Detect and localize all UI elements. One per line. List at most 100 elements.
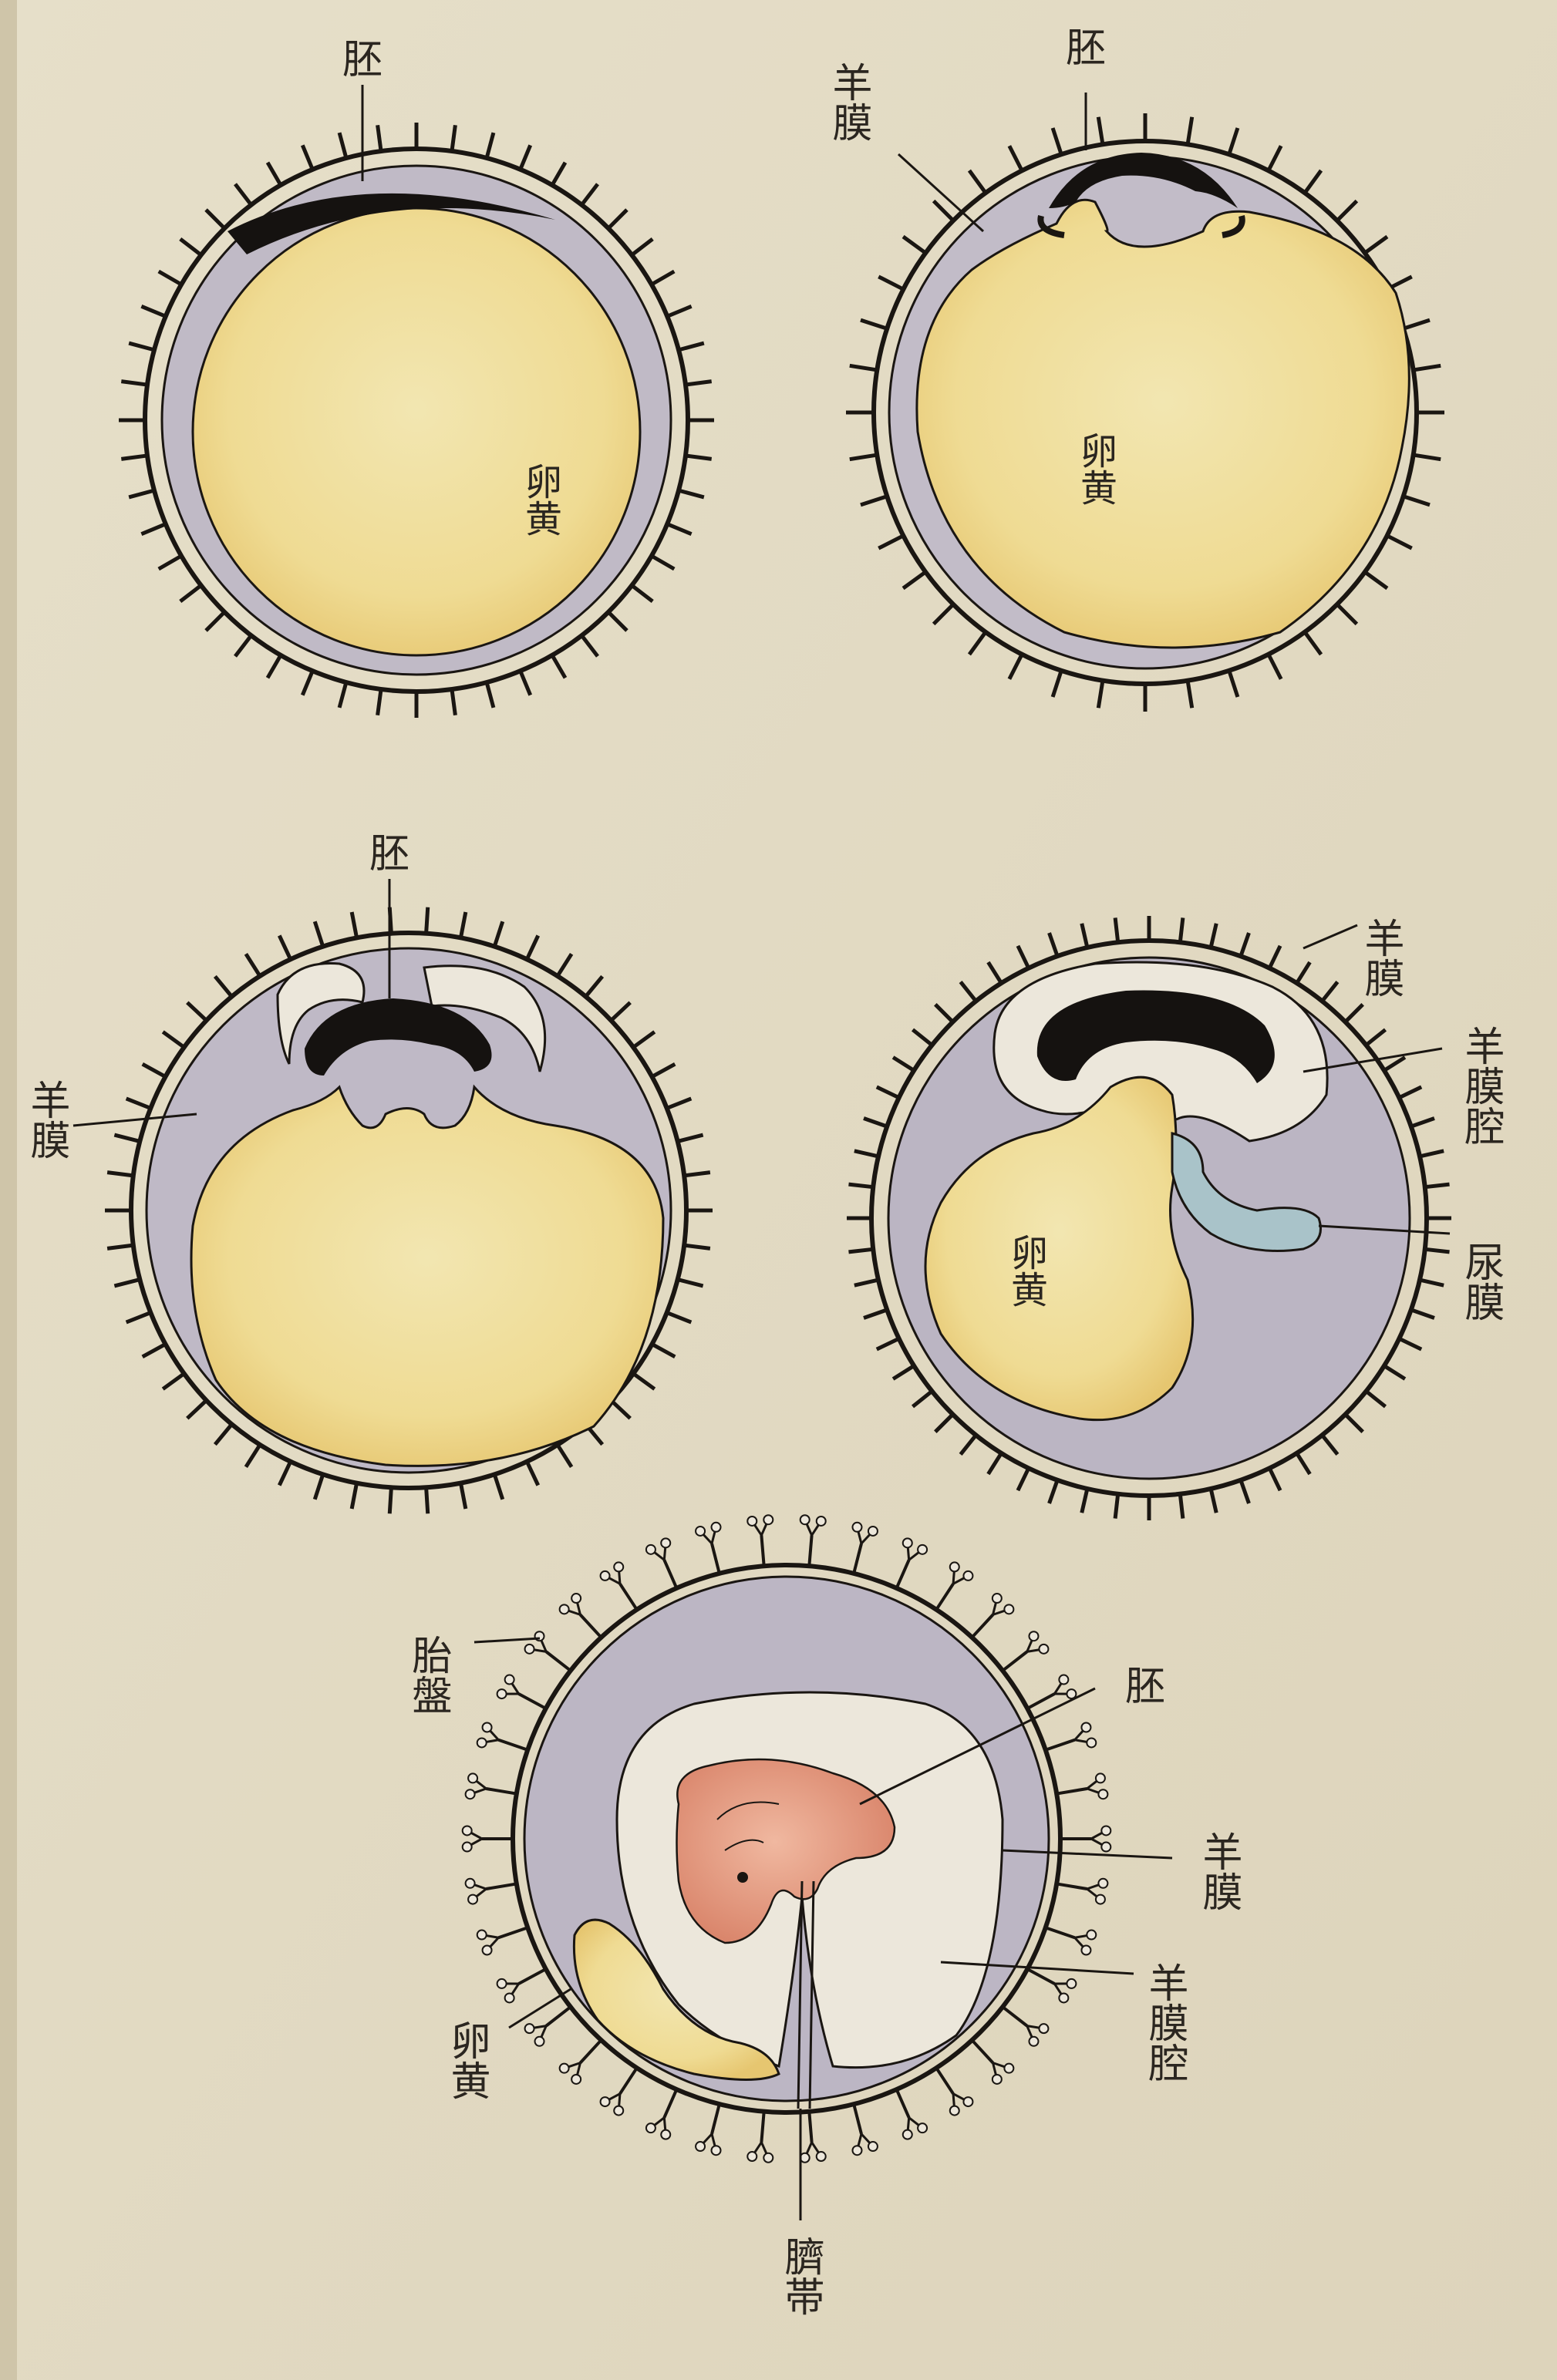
villus-tip: [817, 2152, 826, 2161]
label-amniotic-cavity: 羊膜腔: [1458, 1025, 1505, 1146]
fetus-eye: [737, 1872, 748, 1883]
villus-tip: [903, 1538, 912, 1547]
villus-tip: [918, 2123, 927, 2133]
villus-tip: [1004, 2064, 1013, 2073]
paper-left-edge: [0, 0, 17, 2380]
villus-tip: [571, 1594, 581, 1603]
villus-tip: [1059, 1675, 1068, 1685]
villus-tip: [712, 1523, 721, 1532]
villus-tip: [963, 1571, 972, 1580]
villus-tip: [483, 1946, 492, 1955]
villus: [1425, 1184, 1450, 1187]
villus-tip: [477, 1738, 487, 1747]
label-amnion: 羊膜: [825, 62, 871, 142]
label-amnion: 羊膜: [1357, 917, 1404, 998]
villus-tip: [661, 1538, 670, 1547]
villus-tip: [466, 1789, 475, 1799]
villus-tip: [696, 2142, 705, 2151]
villus-tip: [747, 1517, 757, 1526]
label-amnion: 羊膜: [23, 1079, 69, 1160]
villus-tip: [918, 1545, 927, 1554]
villus-tip: [497, 1689, 507, 1698]
villus-tip: [468, 1773, 477, 1782]
villus-tip: [800, 1515, 810, 1524]
villus-tip: [993, 2075, 1002, 2084]
villus-tip: [614, 1562, 623, 1571]
villus-tip: [646, 1545, 655, 1554]
villus-tip: [468, 1895, 477, 1904]
villus-tip: [993, 1594, 1002, 1603]
villus-tip: [1098, 1879, 1107, 1888]
villus-tip: [505, 1675, 514, 1685]
label-yolk: 卵黄: [1004, 1234, 1047, 1308]
villus-tip: [525, 1644, 534, 1654]
villus-tip: [1096, 1773, 1105, 1782]
label-amnion: 羊膜: [1195, 1831, 1242, 1911]
label-yolk: 卵黄: [443, 2020, 490, 2100]
villus-tip: [852, 1523, 861, 1532]
villus-tip: [763, 1515, 773, 1524]
label-amniotic-cavity: 羊膜腔: [1141, 1962, 1188, 2082]
villus-tip: [560, 1604, 569, 1614]
villus-tip: [477, 1931, 487, 1940]
villus-tip: [800, 2153, 810, 2163]
villus-tip: [463, 1826, 472, 1835]
villus-tip: [696, 1527, 705, 1536]
villus: [1115, 917, 1118, 942]
villus-tip: [463, 1843, 472, 1852]
villus-tip: [1096, 1895, 1105, 1904]
villus-tip: [963, 2097, 972, 2106]
label-yolk: 卵黄: [1073, 432, 1117, 506]
label-embryo: 胚: [1125, 1664, 1165, 1710]
villus-tip: [560, 2064, 569, 2073]
label-placenta: 胎盤: [405, 1634, 451, 1715]
villus-tip: [950, 2106, 959, 2116]
villus-tip: [601, 2097, 610, 2106]
villus-tip: [497, 1979, 507, 1988]
villus: [848, 1249, 873, 1252]
villus-tip: [747, 2152, 757, 2161]
label-embryo: 胚: [342, 37, 383, 83]
villus-tip: [614, 2106, 623, 2116]
villus-tip: [1067, 1689, 1076, 1698]
label-allantois: 尿膜: [1458, 1241, 1504, 1321]
villus-tip: [1067, 1979, 1076, 1988]
villus-tip: [817, 1517, 826, 1526]
villus-tip: [661, 2130, 670, 2139]
villus-tip: [712, 2146, 721, 2155]
villus-tip: [483, 1722, 492, 1732]
villus-tip: [1098, 1789, 1107, 1799]
villus: [426, 1487, 428, 1513]
villus-tip: [1087, 1931, 1096, 1940]
villus-tip: [571, 2075, 581, 2084]
villus-tip: [763, 2153, 773, 2163]
villus-tip: [1039, 2024, 1048, 2033]
villus-tip: [1029, 2037, 1038, 2046]
villus-tip: [1004, 1604, 1013, 1614]
villus-tip: [601, 1571, 610, 1580]
villus-tip: [1059, 1993, 1068, 2002]
villus-tip: [1081, 1946, 1090, 1955]
villus-tip: [1101, 1826, 1110, 1835]
label-yolk: 卵黄: [518, 463, 561, 537]
yolk-sac: [191, 1087, 663, 1466]
yolk-sac: [193, 208, 640, 655]
villus: [1180, 1494, 1183, 1519]
villus-tip: [868, 1527, 878, 1536]
villus-tip: [1029, 1631, 1038, 1641]
villus-tip: [466, 1879, 475, 1888]
villus: [1115, 1494, 1118, 1519]
villus-tip: [535, 2037, 544, 2046]
villus-tip: [903, 2130, 912, 2139]
label-umbilical-cord: 臍帯: [777, 2236, 824, 2316]
villus-tip: [1101, 1843, 1110, 1852]
villus-tip: [868, 2142, 878, 2151]
villus-tip: [646, 2123, 655, 2133]
villus-tip: [505, 1993, 514, 2002]
villus: [1425, 1249, 1450, 1252]
yolk-sac: [917, 200, 1409, 648]
label-embryo: 胚: [1066, 25, 1106, 72]
villus: [426, 907, 428, 934]
villus-tip: [1087, 1738, 1096, 1747]
